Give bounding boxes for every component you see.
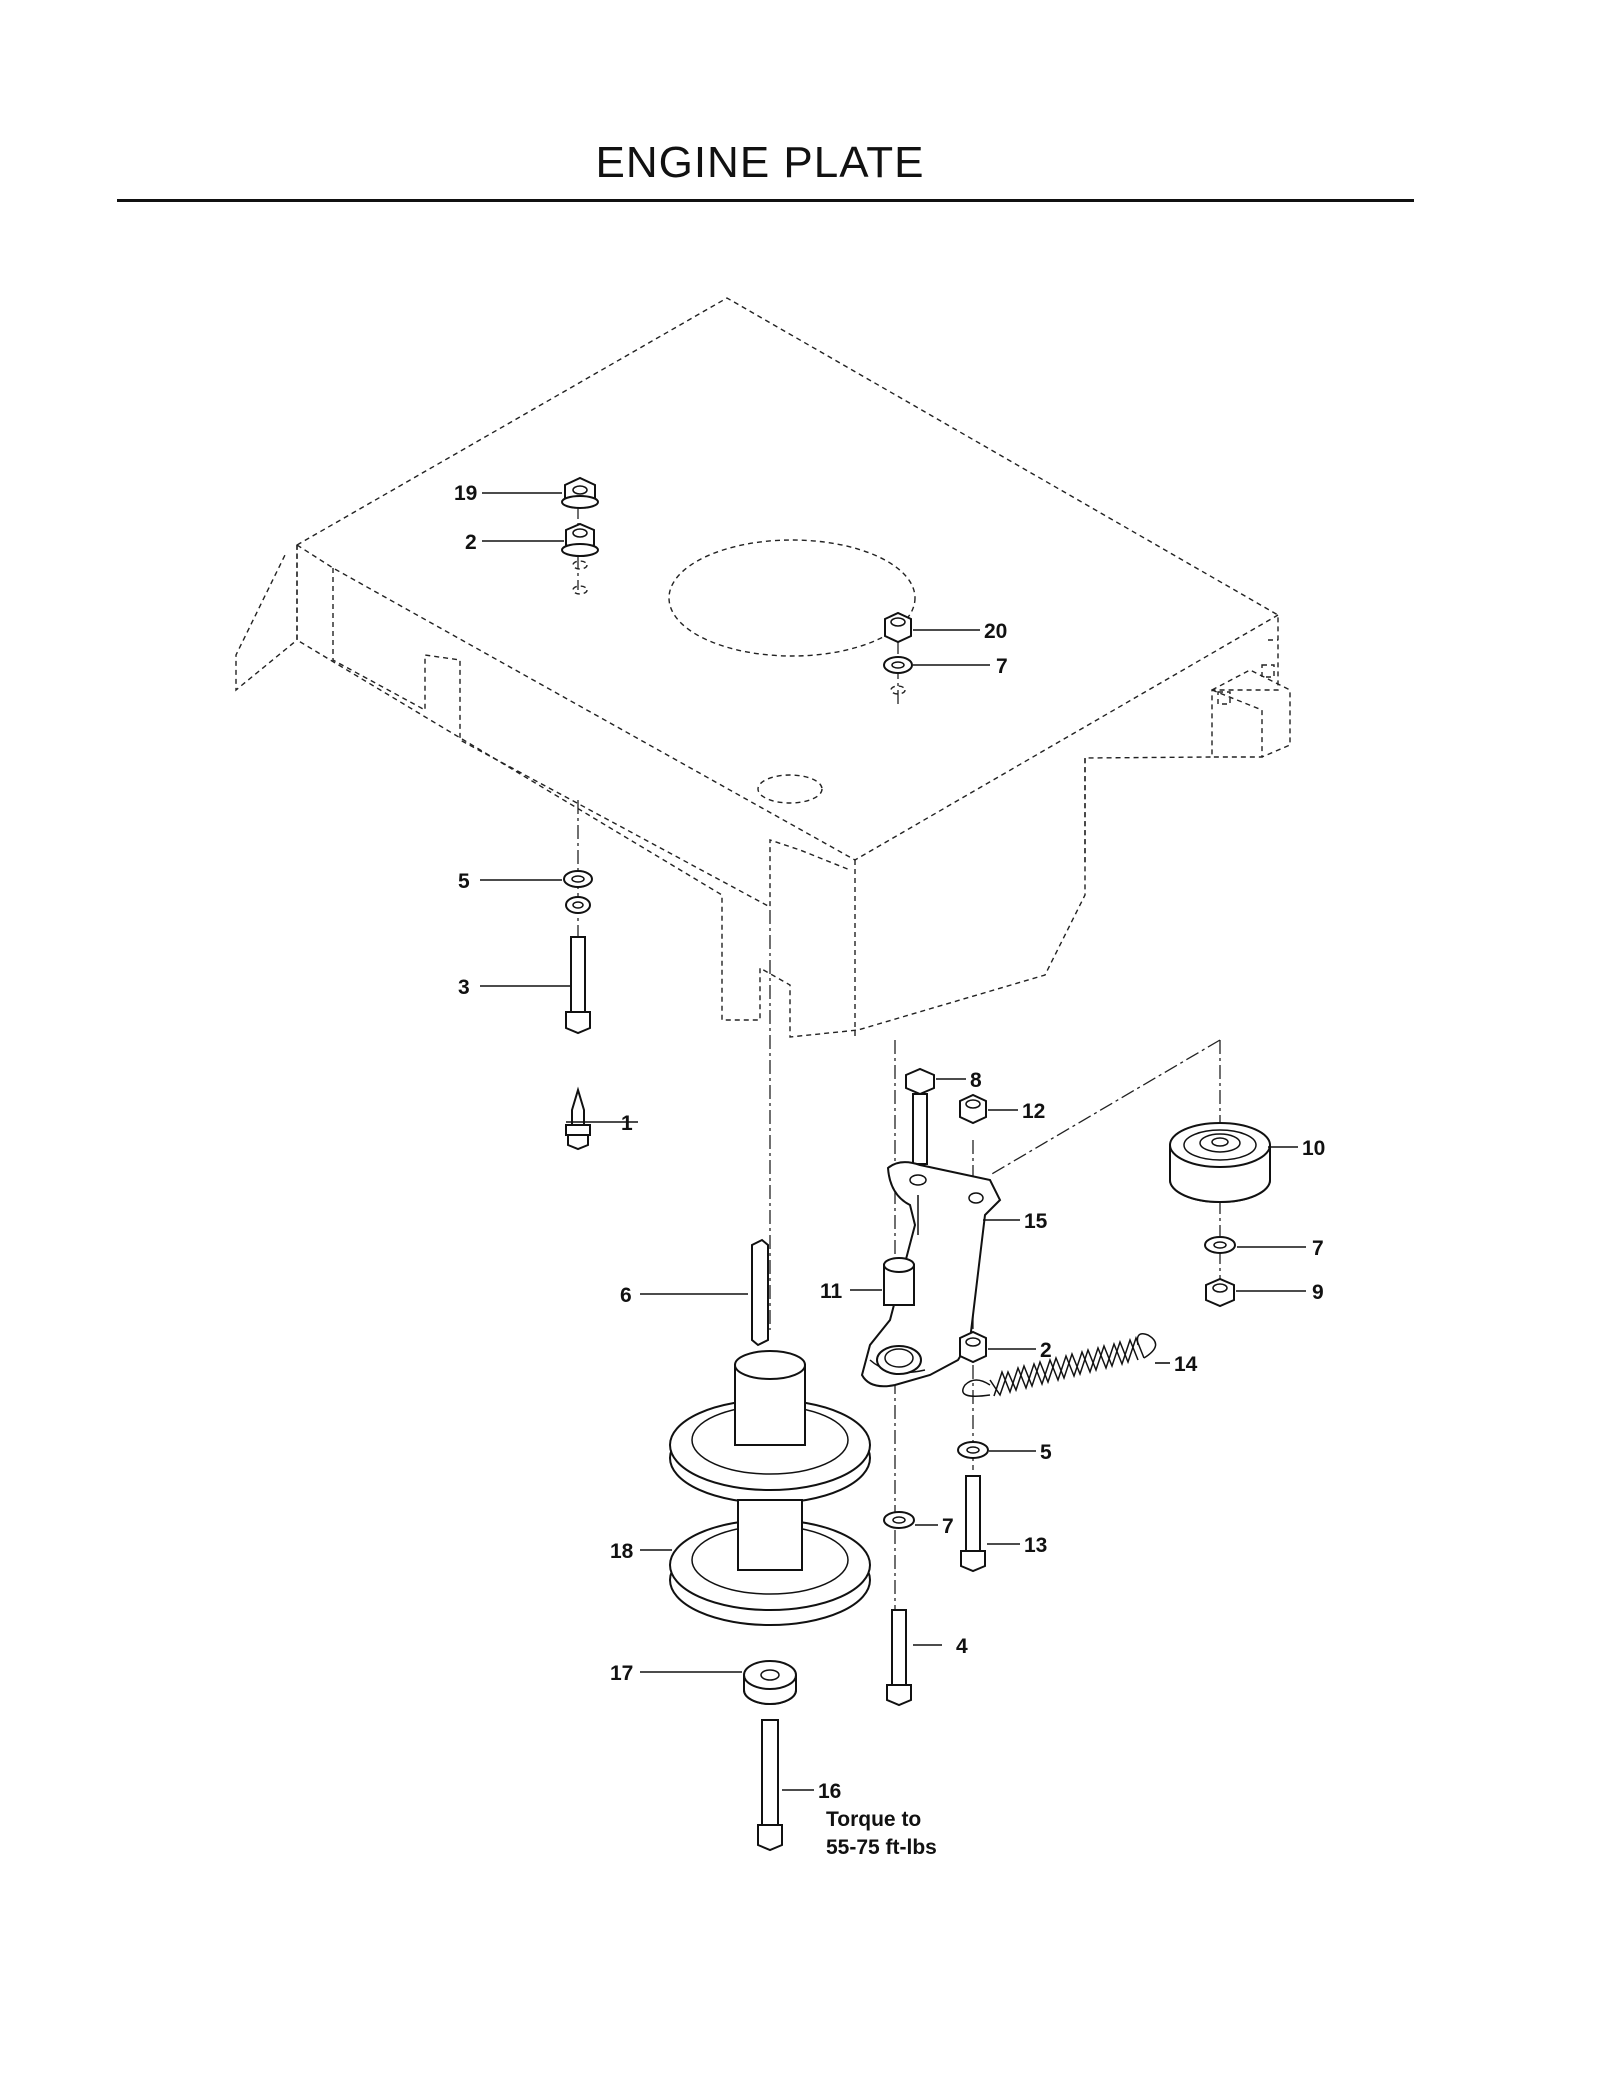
bolt-16 xyxy=(757,1719,783,1852)
callout-5-right: 5 xyxy=(1040,1441,1052,1464)
callout-17: 17 xyxy=(610,1662,633,1685)
bushing-11 xyxy=(876,1257,922,1375)
callout-18: 18 xyxy=(610,1540,634,1563)
bolt-8 xyxy=(905,1067,935,1165)
spacer-17 xyxy=(743,1660,797,1705)
callout-12: 12 xyxy=(1022,1100,1045,1123)
callout-4: 4 xyxy=(956,1635,968,1658)
pulley-18 xyxy=(669,1350,871,1626)
bolt-4 xyxy=(886,1609,912,1707)
leader-lines xyxy=(480,492,1306,1791)
lock-nut-2-top xyxy=(561,522,599,557)
flange-nut-19 xyxy=(561,476,599,509)
callout-2-lower: 2 xyxy=(1040,1339,1052,1362)
callout-6: 6 xyxy=(620,1284,632,1307)
callout-5-left: 5 xyxy=(458,870,470,893)
callout-7-right: 7 xyxy=(1312,1237,1324,1260)
callout-7-middle: 7 xyxy=(942,1515,954,1538)
callout-3: 3 xyxy=(458,976,470,999)
page-title: ENGINE PLATE xyxy=(595,138,925,187)
callout-14: 14 xyxy=(1174,1353,1198,1376)
washer-7-middle xyxy=(883,1511,915,1529)
callout-10: 10 xyxy=(1302,1137,1325,1160)
callout-11: 11 xyxy=(820,1280,843,1303)
idler-arm-15 xyxy=(860,1161,1002,1388)
lock-nut-9 xyxy=(1205,1277,1235,1308)
bolt-3 xyxy=(565,936,591,1035)
washer-5-left xyxy=(563,870,593,914)
washer-7-right xyxy=(1204,1236,1236,1254)
torque-note-line1: Torque to xyxy=(826,1808,921,1831)
callout-15: 15 xyxy=(1024,1210,1048,1233)
title-rule xyxy=(117,199,1414,202)
engine-plate xyxy=(235,297,1291,1040)
centerlines xyxy=(577,505,1221,1680)
bolt-13 xyxy=(960,1475,986,1573)
callout-7-top: 7 xyxy=(996,655,1008,678)
callout-8: 8 xyxy=(970,1069,982,1092)
callout-16: 16 xyxy=(818,1780,841,1803)
lock-nut-2-lower xyxy=(959,1330,987,1364)
spring-14 xyxy=(962,1333,1157,1397)
washer-7-top xyxy=(883,656,913,674)
idler-pulley-10 xyxy=(1169,1122,1271,1203)
callout-19: 19 xyxy=(454,482,477,505)
callout-2-top: 2 xyxy=(465,531,477,554)
callout-1: 1 xyxy=(621,1112,633,1135)
callout-13: 13 xyxy=(1024,1534,1047,1557)
key-6 xyxy=(751,1238,769,1347)
callout-labels: 19 2 20 7 5 3 1 8 12 10 15 7 9 6 11 2 14… xyxy=(454,482,1325,1859)
callout-9: 9 xyxy=(1312,1281,1324,1304)
torque-note-line2: 55-75 ft-lbs xyxy=(826,1836,937,1859)
stud-1 xyxy=(565,1086,591,1151)
lock-nut-12 xyxy=(959,1093,987,1125)
lock-nut-20 xyxy=(884,611,912,644)
callout-20: 20 xyxy=(984,620,1007,643)
washer-5-right xyxy=(957,1441,989,1459)
